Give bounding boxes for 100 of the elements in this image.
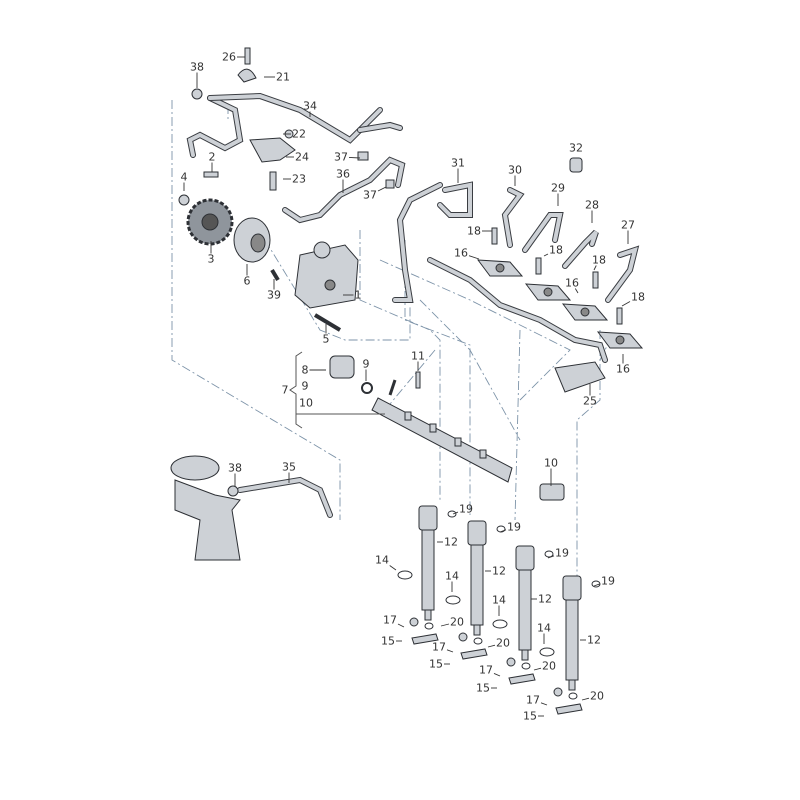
- callout-number: 26: [221, 52, 237, 62]
- callout-number: 34: [302, 100, 318, 112]
- callout-number: 4: [180, 172, 188, 182]
- leader-line: [440, 624, 450, 626]
- callout-number: 19: [600, 576, 616, 586]
- leader-line: [594, 265, 597, 270]
- leader-line: [582, 698, 590, 700]
- callout-number: 14: [491, 594, 507, 606]
- callout-number: 10: [543, 458, 559, 468]
- callout-number: 36: [335, 168, 351, 180]
- callout-number: 1: [354, 290, 362, 300]
- callout-number: 38: [189, 62, 205, 72]
- callout-number: 17: [478, 664, 494, 676]
- leader-line: [246, 264, 248, 276]
- leader-line: [498, 605, 500, 616]
- leader-line: [236, 56, 246, 58]
- callout-number: 18: [591, 254, 607, 266]
- callout-number: 7: [280, 384, 290, 396]
- leader-line: [210, 240, 212, 254]
- callout-number: 15: [380, 636, 396, 646]
- callout-number: 5: [322, 334, 330, 344]
- leader-line: [342, 179, 344, 194]
- callout-number: 3: [206, 254, 216, 264]
- callout-number: 29: [550, 182, 566, 194]
- leader-line: [264, 76, 276, 78]
- callout-number: 18: [630, 292, 646, 302]
- callout-number: 12: [491, 566, 507, 576]
- leader-line: [389, 565, 396, 570]
- callout-number: 16: [564, 278, 580, 288]
- leader-line: [452, 512, 458, 514]
- leader-line: [530, 598, 538, 600]
- leader-line: [622, 354, 624, 364]
- leader-line: [482, 230, 492, 232]
- leader-line: [534, 668, 542, 670]
- callout-number: 17: [525, 694, 541, 706]
- callout-number: 35: [281, 462, 297, 472]
- callout-number: 28: [584, 200, 600, 210]
- callout-number: 30: [507, 164, 523, 176]
- leader-line: [544, 254, 548, 256]
- callout-number: 10: [298, 398, 314, 408]
- leader-line: [282, 178, 292, 180]
- callout-number: 14: [536, 622, 552, 634]
- leader-line: [446, 649, 454, 652]
- callout-number: 20: [589, 690, 605, 702]
- leader-line: [500, 529, 506, 532]
- leader-line: [468, 255, 480, 260]
- callout-number: 20: [449, 616, 465, 628]
- leader-line: [348, 156, 360, 158]
- leader-line: [548, 555, 554, 558]
- leader-line: [514, 175, 516, 186]
- leader-line: [342, 294, 354, 296]
- callout-number: 24: [294, 152, 310, 162]
- leader-line: [550, 468, 552, 486]
- leader-line: [484, 570, 492, 572]
- callout-number: 17: [382, 614, 398, 626]
- callout-number: 16: [453, 248, 469, 258]
- callout-number: 31: [450, 158, 466, 168]
- callout-number: 12: [537, 594, 553, 604]
- callout-number: 19: [506, 522, 522, 532]
- callout-number: 23: [291, 174, 307, 184]
- leader-line: [540, 702, 548, 706]
- callout-number: 20: [541, 660, 557, 672]
- leader-line: [288, 472, 290, 484]
- callout-number: 18: [548, 244, 564, 256]
- callout-number: 39: [266, 290, 282, 300]
- leader-line: [286, 156, 294, 158]
- callout-number: 37: [362, 190, 378, 200]
- callout-number: 12: [443, 536, 459, 548]
- callout-number: 17: [431, 642, 447, 652]
- leader-line: [196, 72, 198, 88]
- leader-line: [594, 583, 600, 586]
- callout-number: 16: [615, 364, 631, 374]
- leader-line: [488, 644, 496, 648]
- callout-number: 15: [522, 710, 538, 722]
- callout-number: 19: [554, 548, 570, 558]
- leader-line: [396, 640, 402, 642]
- callout-number: 8: [300, 364, 310, 376]
- callout-number: 37: [333, 152, 349, 162]
- callout-number: 32: [568, 142, 584, 154]
- callout-number: 21: [275, 72, 291, 82]
- callout-number: 18: [466, 226, 482, 236]
- leader-line: [622, 301, 630, 306]
- callout-number: 27: [620, 220, 636, 230]
- callout-number: 6: [242, 276, 252, 286]
- callout-number: 22: [291, 128, 307, 140]
- callout-number: 9: [362, 358, 370, 370]
- callout-number: 20: [495, 638, 511, 648]
- leader-line: [494, 672, 500, 676]
- leader-line: [378, 186, 386, 192]
- callout-number: 25: [582, 396, 598, 406]
- leader-line: [398, 624, 404, 628]
- leader-line: [234, 473, 236, 486]
- callout-number: 38: [227, 462, 243, 474]
- callout-number: 9: [300, 380, 310, 392]
- callout-number: 14: [374, 554, 390, 566]
- callout-number: 15: [475, 682, 491, 694]
- callout-number: 2: [208, 152, 216, 162]
- callout-number: 12: [586, 634, 602, 646]
- callout-number: 11: [410, 350, 426, 362]
- callout-number: 14: [444, 570, 460, 582]
